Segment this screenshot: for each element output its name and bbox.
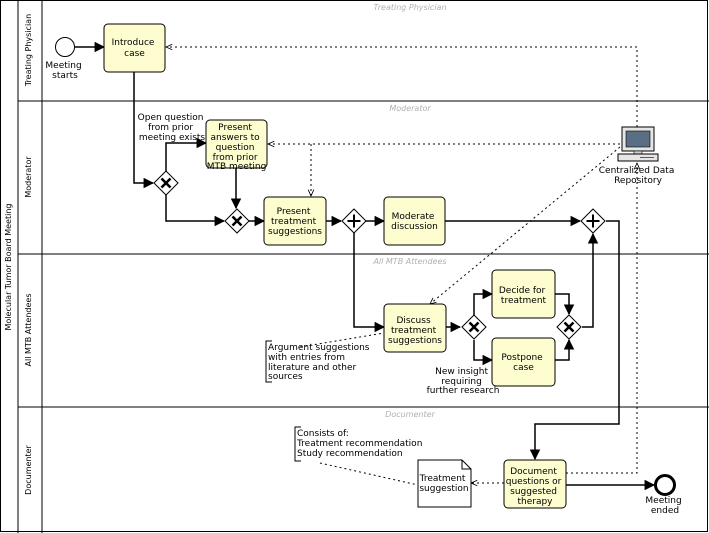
lane-title-attendees: All MTB Attendees bbox=[372, 257, 446, 266]
annotation-bracket bbox=[265, 340, 272, 383]
end-event-icon bbox=[654, 474, 676, 496]
assoc-document-to-repository bbox=[566, 163, 637, 474]
plus-mark-icon bbox=[347, 214, 361, 228]
flow-xor4-to-and2 bbox=[582, 232, 599, 328]
flow-xor1-to-present-answers bbox=[165, 137, 208, 171]
task-discuss-treatment[interactable]: Discuss treatment suggestions bbox=[383, 303, 447, 353]
lane-title-moderator: Moderator bbox=[389, 104, 431, 113]
lane-label-treating-physician: Treating Physician bbox=[24, 14, 33, 87]
data-object-treatment-suggestion: Treatment suggestion bbox=[417, 459, 472, 508]
task-postpone-case[interactable]: Postpone case bbox=[491, 337, 556, 387]
pool-name: Molecular Tumor Board Meeting bbox=[4, 204, 13, 331]
task-document-questions[interactable]: Document questions or suggested therapy bbox=[503, 459, 567, 509]
x-mark-icon bbox=[468, 321, 480, 333]
start-event-label: Meeting starts bbox=[45, 61, 84, 81]
lane-side-labels: Treating Physician Moderator All MTB Att… bbox=[24, 14, 33, 495]
assoc-repository-to-discuss bbox=[430, 146, 621, 304]
lane-label-moderator: Moderator bbox=[24, 156, 33, 198]
task-label: Present treatment suggestions bbox=[268, 207, 322, 237]
task-introduce-case[interactable]: Introduce case bbox=[103, 23, 166, 73]
data-store-label: Centralized Data Repository bbox=[599, 166, 677, 186]
task-label: Discuss treatment suggestions bbox=[388, 316, 442, 346]
annotation-text: Argument suggestions with entries from l… bbox=[268, 343, 372, 382]
flow-xor3-to-decide bbox=[473, 288, 494, 315]
task-box bbox=[491, 269, 556, 319]
flow-xor3-to-postpone bbox=[473, 340, 494, 366]
flow-and2-to-document bbox=[529, 220, 620, 461]
computer-monitor-icon bbox=[617, 126, 659, 162]
data-store-repository: Centralized Data Repository bbox=[599, 126, 677, 186]
lane-title-treating-physician: Treating Physician bbox=[373, 3, 446, 12]
lane-titles: Treating Physician Moderator All MTB Att… bbox=[372, 3, 446, 419]
flow-label-open-question: Open question from prior meeting exists bbox=[138, 113, 207, 143]
flow-label-new-insight: New insight requiring further research bbox=[427, 367, 500, 396]
lane-title-documenter: Documenter bbox=[385, 410, 435, 419]
data-object-label: Treatment suggestion bbox=[419, 474, 469, 494]
task-label: Document questions or suggested therapy bbox=[506, 467, 565, 507]
lane-label-attendees: All MTB Attendees bbox=[24, 294, 33, 367]
xor-gateway-2 bbox=[224, 208, 250, 234]
task-present-answers[interactable]: Present answers to question from prior M… bbox=[205, 119, 268, 172]
task-label: Introduce case bbox=[112, 38, 158, 59]
flow-and1-to-discuss bbox=[353, 233, 386, 333]
lane-label-documenter: Documenter bbox=[24, 444, 33, 494]
x-mark-icon bbox=[231, 215, 243, 227]
x-mark-icon bbox=[563, 321, 575, 333]
task-box bbox=[491, 337, 556, 387]
assoc-argument-to-discuss bbox=[299, 332, 385, 348]
sequence-flows bbox=[75, 41, 656, 491]
start-event-icon bbox=[55, 37, 75, 57]
xor-gateway-3 bbox=[461, 314, 487, 340]
task-label: Moderate discussion bbox=[391, 212, 438, 232]
and-gateway-2 bbox=[580, 208, 606, 234]
task-decide-treatment[interactable]: Decide for treatment bbox=[491, 269, 556, 319]
x-mark-icon bbox=[160, 177, 172, 189]
task-present-treatment[interactable]: Present treatment suggestions bbox=[263, 196, 327, 246]
task-box bbox=[503, 459, 567, 509]
xor-gateway-4 bbox=[556, 314, 582, 340]
start-event: Meeting starts bbox=[45, 37, 84, 81]
task-label: Decide for treatment bbox=[499, 286, 548, 306]
end-event: Meeting ended bbox=[645, 474, 684, 516]
task-label: Present answers to question from prior M… bbox=[207, 123, 267, 172]
xor-gateway-1 bbox=[153, 170, 179, 196]
annotation-text: Consists of: Treatment recommendation St… bbox=[296, 429, 425, 459]
assoc-consists-to-suggestion bbox=[319, 462, 419, 486]
task-moderate-discussion[interactable]: Moderate discussion bbox=[383, 196, 446, 246]
task-label: Postpone case bbox=[501, 353, 545, 373]
end-event-label: Meeting ended bbox=[645, 496, 684, 516]
document-fold bbox=[461, 460, 471, 470]
annotation-consists: Consists of: Treatment recommendation St… bbox=[294, 426, 425, 462]
and-gateway-1 bbox=[341, 208, 367, 234]
flow-xor1-to-xor2 bbox=[165, 195, 226, 227]
flow-postpone-to-xor4 bbox=[555, 338, 575, 361]
flow-introduce-to-xor1 bbox=[133, 72, 155, 189]
task-box bbox=[103, 23, 166, 73]
task-box bbox=[263, 196, 327, 246]
task-box bbox=[383, 303, 447, 353]
task-box bbox=[205, 119, 268, 169]
annotation-argument: Argument suggestions with entries from l… bbox=[265, 340, 372, 383]
document-icon bbox=[417, 459, 472, 508]
task-box bbox=[383, 196, 446, 246]
flow-decide-to-xor4 bbox=[555, 293, 575, 316]
assoc-repository-to-introduce bbox=[166, 47, 638, 127]
annotation-bracket bbox=[294, 426, 301, 462]
plus-mark-icon bbox=[586, 214, 600, 228]
dotted-associations bbox=[166, 47, 637, 485]
